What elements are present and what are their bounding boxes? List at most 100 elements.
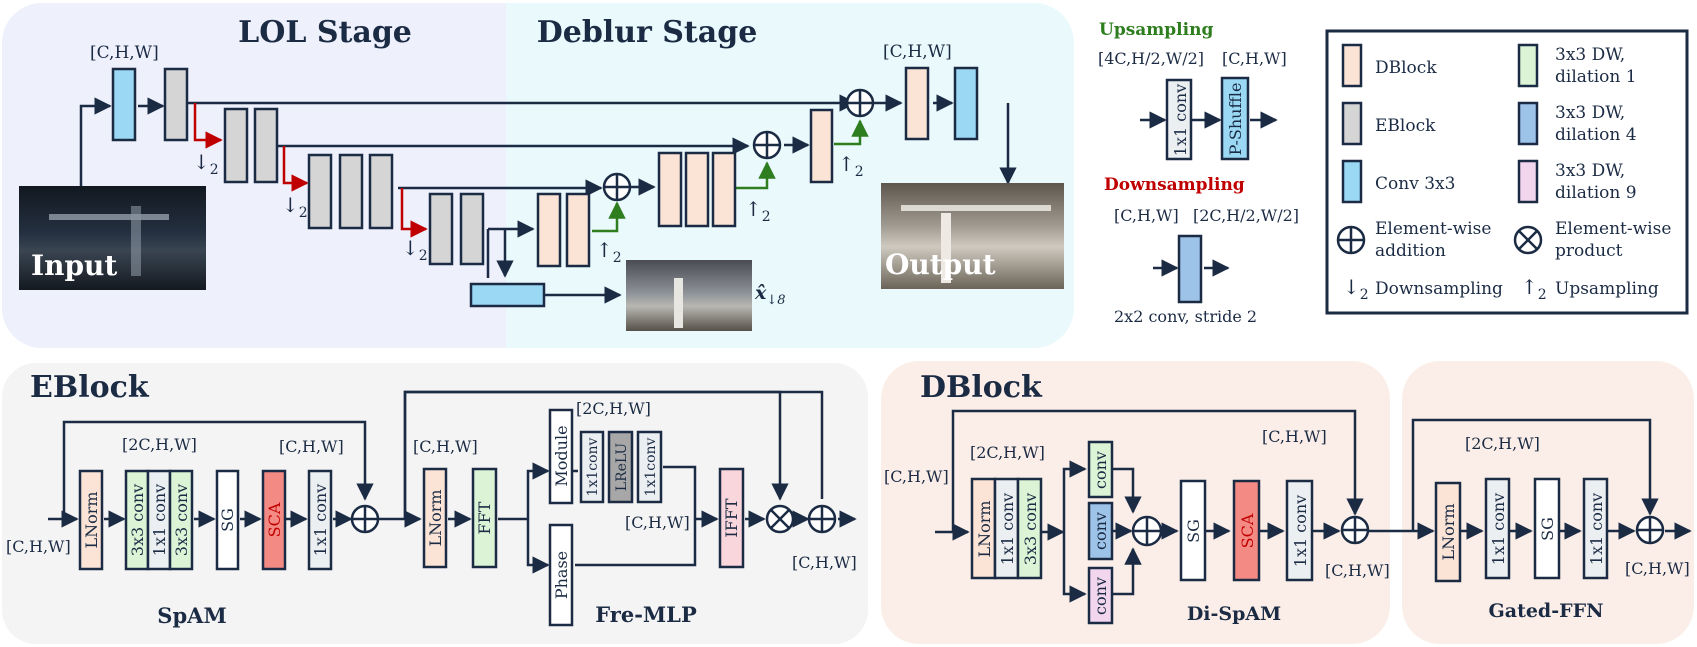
deblur-stage-title: Deblur Stage: [537, 15, 758, 50]
add-icon: [1336, 225, 1366, 255]
sg-label: SG: [1184, 519, 1203, 543]
dim-label: [C,H,W]: [6, 537, 71, 556]
lnorm-block: [1434, 481, 1462, 583]
input-label: Input: [31, 249, 118, 282]
dblock-l3c: [711, 151, 737, 228]
add-icon: [807, 504, 837, 534]
conv3x3-out: [469, 282, 546, 308]
legend-eblock-swatch: [1341, 101, 1363, 146]
dw-conv-label: 3x3 conv: [172, 484, 191, 556]
eblock-l3a: [307, 153, 333, 230]
fremlp-label: Fre-MLP: [595, 602, 697, 627]
conv1x1-block: [1285, 479, 1314, 582]
eblock-l1: [163, 67, 189, 142]
image-detail: [674, 278, 683, 328]
downsample-conv: [1177, 234, 1203, 304]
lnorm-label: LNorm: [82, 491, 101, 548]
legend-dblock-swatch: [1341, 43, 1363, 88]
dw-conv-d4-block: [1087, 501, 1114, 561]
eblock-l3c: [368, 153, 394, 230]
sg-block: [215, 469, 240, 571]
legend-up: Upsampling: [1555, 279, 1659, 299]
image-detail: [941, 213, 951, 283]
module-block: [548, 408, 574, 505]
spam-label: SpAM: [157, 603, 226, 628]
multiply-icon: [1513, 225, 1543, 255]
conv1x1-label: 1x1 conv: [1291, 495, 1310, 567]
up-label: ↑2: [745, 197, 771, 225]
legend-dw4-swatch: [1517, 101, 1539, 146]
dblock-l1: [904, 66, 930, 141]
upsample-conv-label: 1x1 conv: [1171, 84, 1190, 156]
add-icon: [602, 172, 632, 202]
sg-block: [1533, 477, 1561, 580]
sg-block: [1179, 479, 1207, 582]
dw-conv-block: [168, 469, 194, 571]
eblock-l4a: [428, 192, 454, 266]
conv1x1-label: 1x1conv: [585, 437, 601, 496]
sca-label: SCA: [265, 502, 284, 537]
add-icon: [845, 88, 875, 118]
phase-block: [548, 523, 574, 627]
dw-conv-label: 3x3 conv: [128, 484, 147, 556]
dim-label: [C,H,W]: [1625, 559, 1690, 578]
upsampling-title: Upsampling: [1099, 20, 1213, 40]
deblur-image: [626, 260, 752, 331]
conv1x1-label: 1x1 conv: [998, 493, 1017, 565]
dim-label: [C,H,W]: [1325, 561, 1390, 580]
add-icon: [1635, 515, 1665, 545]
conv-label: conv: [1091, 577, 1110, 615]
conv1x1-label: 1x1 conv: [1587, 493, 1606, 565]
sca-block: [261, 469, 287, 571]
dim-label: [C,H,W]: [883, 42, 952, 62]
add-icon: [752, 130, 782, 160]
sg-label: SG: [218, 508, 237, 532]
output-image: Output: [881, 183, 1064, 289]
dblock-l3a: [657, 151, 683, 228]
down-label: ↓2: [402, 236, 428, 264]
upsample-conv: [1165, 78, 1193, 161]
add-icon: [350, 504, 380, 534]
dim-label: [C,H,W]: [884, 467, 949, 486]
xd8-label: x̂↓8: [754, 282, 786, 308]
conv1x1-block: [1484, 477, 1511, 580]
dim-label: [C,H,W]: [625, 513, 690, 532]
dw-conv-label: 3x3 conv: [1021, 493, 1040, 565]
input-image: Input: [19, 186, 206, 290]
legend-dw4: 3x3 DW,dilation 4: [1555, 103, 1637, 145]
dim-label: [2C,H,W]: [122, 435, 197, 454]
legend-down-symbol: ↓2: [1343, 275, 1369, 303]
gatedffn-label: Gated-FFN: [1489, 600, 1604, 622]
dw-conv-d1-block: [1087, 440, 1114, 499]
legend-dw9: 3x3 DW,dilation 9: [1555, 161, 1637, 203]
dim-label: [C,H,W]: [413, 437, 478, 456]
multiply-icon: [765, 504, 795, 534]
dblock-title: DBlock: [920, 370, 1043, 405]
conv1x1-label: 1x1 conv: [1489, 493, 1508, 565]
up-label: ↑2: [596, 238, 622, 266]
fft-label: FFT: [475, 501, 494, 534]
legend-conv3: Conv 3x3: [1375, 174, 1455, 194]
dim-label: [2C,H,W]: [970, 443, 1045, 462]
down-label: ↓2: [282, 193, 308, 221]
downsampling-title: Downsampling: [1104, 175, 1245, 195]
legend-conv3-swatch: [1341, 159, 1363, 204]
dim-label: [C,H,W]: [792, 553, 857, 572]
conv3x3-block: [111, 67, 137, 142]
sca-block: [1232, 479, 1261, 582]
sg-label: SG: [1538, 517, 1557, 541]
lrelu-label: LReLU: [614, 443, 630, 492]
output-label: Output: [885, 248, 996, 281]
ifft-label: IFFT: [722, 498, 741, 538]
image-detail: [49, 214, 169, 220]
sca-label: SCA: [1238, 513, 1257, 548]
conv3x3-final: [953, 66, 979, 141]
dim-label: [2C,H,W]: [1465, 434, 1540, 453]
ifft-block: [718, 467, 745, 569]
dw-conv-d9-block: [1087, 566, 1114, 625]
dim-label: [2C,H,W]: [576, 399, 651, 418]
dispam-label: Di-SpAM: [1187, 603, 1281, 625]
conv1x1-label: 1x1conv: [643, 437, 659, 496]
add-icon: [1340, 515, 1370, 545]
